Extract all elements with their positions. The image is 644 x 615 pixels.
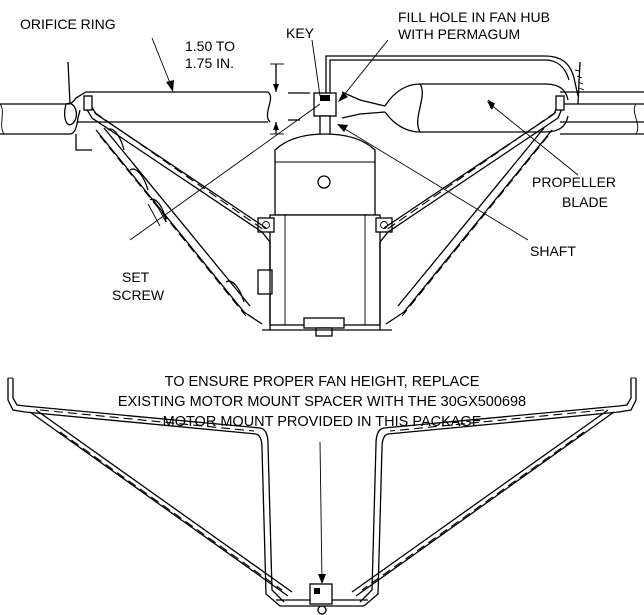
fan-motor [257, 133, 393, 337]
set-screw-label: SET [122, 269, 150, 285]
propeller-blade [341, 83, 569, 133]
motor-mount-legs [64, 95, 565, 330]
note-line: EXISTING MOTOR MOUNT SPACER WITH THE 30G… [118, 394, 526, 410]
note-line: MOTOR MOUNT PROVIDED IN THIS PACKAGE [163, 414, 482, 430]
support-bracket [325, 55, 585, 100]
key-label: KEY [286, 25, 315, 41]
orifice-ring-label: ORIFICE RING [20, 16, 116, 32]
motor-mount-view [7, 377, 637, 615]
shaft-label: SHAFT [530, 243, 576, 259]
dimension-marker [270, 63, 284, 135]
instruction-note: TO ENSURE PROPER FAN HEIGHT, REPLACE EXI… [118, 374, 526, 584]
dimension-label: 1.75 IN. [185, 55, 234, 71]
orifice-ring [0, 61, 644, 135]
dimension-label: 1.50 TO [185, 38, 235, 54]
fill-hole-label: FILL HOLE IN FAN HUB [398, 9, 550, 25]
shaft-and-key [313, 92, 337, 150]
leader-lines [129, 37, 579, 241]
propeller-blade-label: BLADE [562, 194, 608, 210]
propeller-blade-label: PROPELLER [532, 174, 616, 190]
fan-assembly-view: ORIFICE RING 1.50 TO 1.75 IN. KEY FILL H… [0, 9, 644, 337]
fill-hole-label: WITH PERMAGUM [398, 26, 520, 42]
set-screw-label: SCREW [112, 287, 165, 303]
note-line: TO ENSURE PROPER FAN HEIGHT, REPLACE [165, 374, 480, 390]
